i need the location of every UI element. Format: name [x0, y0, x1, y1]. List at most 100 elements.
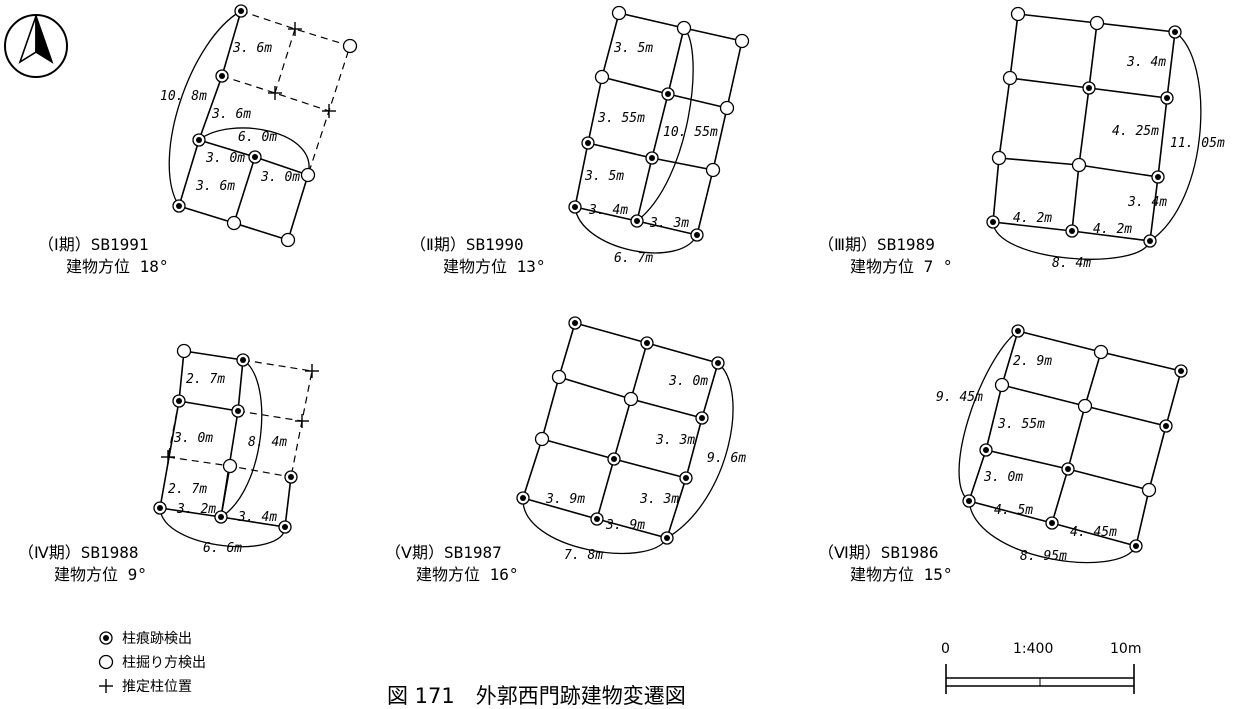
building-orientation: 建物方位 15°	[850, 565, 953, 584]
post-trace-point	[172, 394, 186, 408]
post-pit-point	[734, 33, 750, 49]
dim-label: 3. 0m	[260, 170, 300, 185]
post-trace-point	[690, 228, 704, 242]
dim-label: 4. 5m	[994, 503, 1033, 518]
post-trace-point	[711, 356, 725, 370]
post-pit-point	[623, 391, 639, 407]
post-pit-point	[226, 215, 242, 231]
post-trace-point	[231, 404, 245, 418]
post-trace-point	[1174, 364, 1188, 378]
post-pit-point	[1077, 398, 1093, 414]
dim-label: 3. 9m	[545, 492, 585, 507]
dim-label: 3. 4m	[1126, 55, 1166, 70]
post-trace-point	[516, 491, 530, 505]
dim-label: 2. 7m	[168, 482, 207, 497]
post-trace-point	[1151, 170, 1165, 184]
post-trace-point	[1082, 81, 1096, 95]
post-trace-point	[1045, 516, 1059, 530]
post-trace-point	[568, 316, 582, 330]
building-sb1988: 2. 7m 3. 0m 8. 4m 2. 7m 3. 2m 3. 4m 6. 6…	[18, 343, 320, 584]
building-label: （Ⅴ期）SB1987	[385, 543, 502, 562]
legend-open-circle-icon	[98, 654, 114, 670]
building-label: （Ⅳ期）SB1988	[18, 543, 139, 562]
post-pit-point	[280, 232, 296, 248]
post-pit-point	[991, 150, 1007, 166]
post-trace-point	[153, 501, 167, 515]
building-sb1987: 3. 0m 3. 3m 9. 6m 3. 3m 3. 9m 3. 9m 7. 8…	[385, 316, 746, 584]
scale-ratio-label: 1:400	[1013, 641, 1053, 657]
dim-label: 3. 4m	[588, 203, 628, 218]
post-pit-point	[1002, 70, 1018, 86]
post-trace-point	[645, 151, 659, 165]
dim-label: 3. 55m	[997, 417, 1045, 432]
building-label: （Ⅱ期）SB1990	[410, 235, 524, 254]
dim-label: 7. 8m	[564, 548, 603, 563]
post-pit-point	[551, 369, 567, 385]
dim-label: 3. 4m	[1127, 195, 1167, 210]
dim-label: 6. 0m	[238, 130, 277, 145]
dim-label: 3. 6m	[211, 107, 251, 122]
post-trace-point	[1011, 324, 1025, 338]
post-pit-point	[1093, 344, 1109, 360]
post-pit-point	[534, 431, 550, 447]
post-trace-point	[660, 531, 674, 545]
legend-dotted-label: 柱痕跡検出	[122, 631, 192, 647]
legend-dotted-icon	[99, 631, 113, 645]
post-trace-point	[607, 452, 621, 466]
dim-label: 8. 4m	[248, 435, 287, 450]
post-trace-point	[248, 150, 262, 164]
post-trace-point	[679, 471, 693, 485]
post-pit-point	[176, 343, 192, 359]
post-trace-point	[661, 87, 675, 101]
estimated-post-point	[160, 449, 176, 465]
estimated-post-point	[287, 21, 303, 37]
dim-label: 6. 7m	[614, 251, 653, 266]
dim-label: 9. 45m	[936, 390, 983, 405]
post-pit-point	[676, 20, 692, 36]
post-pit-point	[222, 458, 238, 474]
post-trace-point	[1143, 234, 1157, 248]
post-trace-point	[568, 200, 582, 214]
post-pit-point	[594, 69, 610, 85]
dim-label: 4. 2m	[1093, 222, 1132, 237]
building-orientation: 建物方位 7 °	[850, 257, 953, 276]
post-trace-point	[236, 353, 250, 367]
post-trace-point	[284, 470, 298, 484]
figure-caption: 図 171 外郭西門跡建物変遷図	[387, 684, 686, 708]
legend-open-label: 柱掘り方検出	[122, 655, 206, 671]
dim-label: 3. 5m	[613, 41, 653, 56]
post-trace-point	[234, 4, 248, 18]
post-trace-point	[215, 69, 229, 83]
legend-cross-icon	[98, 678, 114, 694]
post-pit-point	[1071, 157, 1087, 173]
post-pit-point	[1089, 15, 1105, 31]
post-pit-point	[611, 5, 627, 21]
dim-label: 3. 0m	[668, 374, 708, 389]
dim-label: 10. 8m	[160, 89, 207, 104]
building-sb1986: 2. 9m 9. 45m 3. 55m 3. 0m 4. 5m 4. 45m 8…	[818, 324, 1188, 584]
post-pit-point	[719, 100, 735, 116]
building-label: （Ⅵ期）SB1986	[818, 543, 939, 562]
post-trace-point	[979, 443, 993, 457]
dim-label: 3. 4m	[237, 510, 277, 525]
post-trace-point	[172, 199, 186, 213]
dim-label: 4. 2m	[1013, 211, 1052, 226]
post-trace-point	[630, 214, 644, 228]
dim-label: 11. 05m	[1170, 136, 1225, 151]
dim-label: 9. 6m	[707, 451, 746, 466]
building-sb1991: 3. 6m 3. 6m 10. 8m 6. 0m 3. 0m 3. 0m 3. …	[38, 4, 358, 276]
dim-label: 10. 55m	[663, 125, 718, 140]
post-trace-point	[278, 520, 292, 534]
post-trace-point	[695, 411, 709, 425]
post-trace-point	[590, 512, 604, 526]
post-pit-point	[342, 38, 358, 54]
post-trace-point	[1061, 462, 1075, 476]
post-trace-point	[192, 133, 206, 147]
post-trace-point	[640, 336, 654, 350]
dim-label: 3. 5m	[584, 169, 624, 184]
post-trace-point	[1065, 224, 1079, 238]
dim-label: 3. 9m	[605, 518, 645, 533]
building-sb1989: 3. 4m 4. 25m 11. 05m 3. 4m 4. 2m 4. 2m 8…	[818, 6, 1225, 276]
post-trace-point	[214, 510, 228, 524]
north-arrow-icon	[4, 14, 68, 78]
